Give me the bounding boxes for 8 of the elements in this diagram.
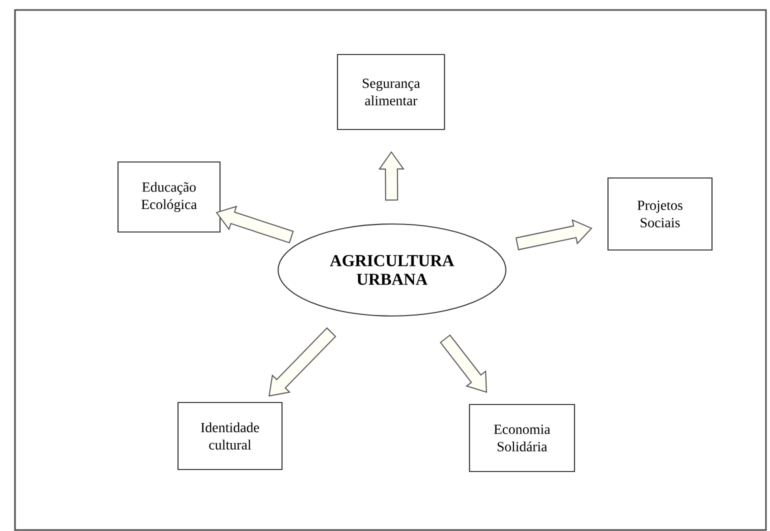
block-arrow xyxy=(268,327,336,397)
topic-box: Economia Solidária xyxy=(468,404,576,472)
block-arrow xyxy=(216,206,294,244)
topic-box: Segurança alimentar xyxy=(336,54,446,130)
block-arrow xyxy=(378,151,404,201)
topic-box: Identidade cultural xyxy=(177,402,283,470)
topic-box: Educação Ecológica xyxy=(117,161,221,233)
topic-box: Projetos Sociais xyxy=(607,177,713,251)
